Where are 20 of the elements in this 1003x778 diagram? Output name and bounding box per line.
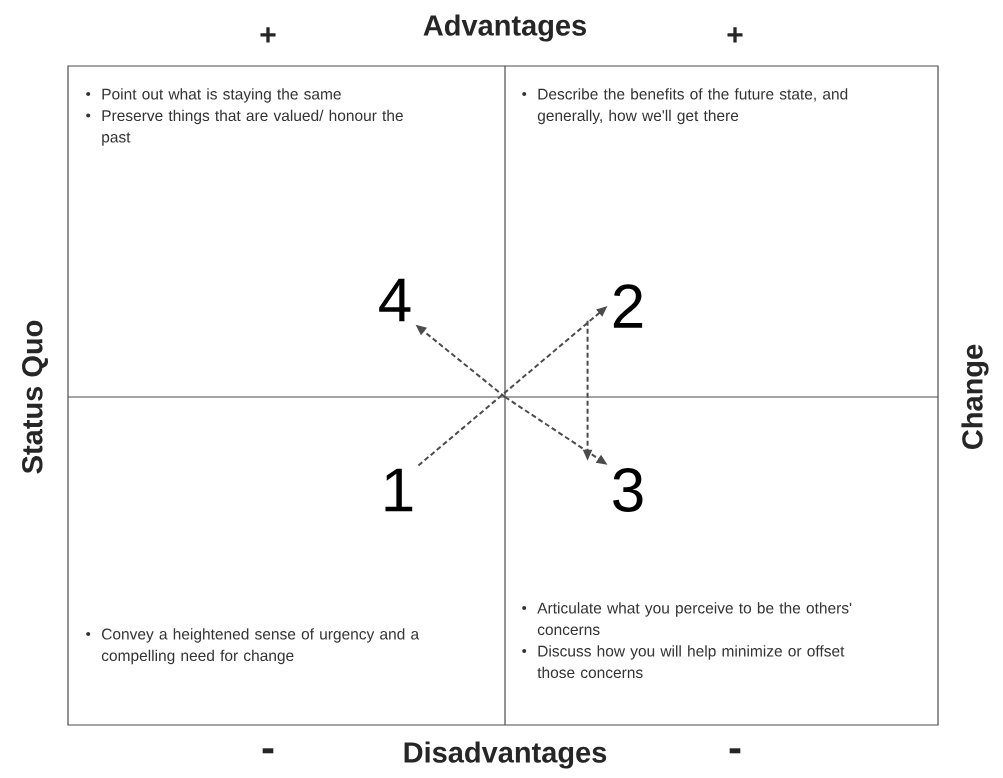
axis-label: Disadvantages [404, 741, 607, 769]
quadrant-number: 2 [613, 284, 643, 328]
sign: + [727, 27, 743, 43]
bullet-list [86, 88, 403, 146]
sign: - [262, 748, 274, 754]
bullet-item: Describe the benefits of the future state, and generally, how we'll get there [522, 88, 848, 125]
quadrant-number: 3 [613, 468, 643, 512]
bullet-item: Point out what is staying the same [86, 88, 341, 103]
axis-label: Status Quo [22, 320, 48, 474]
quadrant-number: 1 [385, 468, 413, 512]
bullet-item: Convey a heightened sense of urgency and a compelling need for change [86, 628, 420, 665]
axis-label: Change [961, 344, 989, 449]
bullet-item: Preserve things that are valued/ honour the past [86, 109, 403, 146]
axis-label: Advantages [423, 14, 586, 42]
bullet-item: Articulate what you perceive to be the others' concerns [522, 602, 852, 636]
bullet-item: Discuss how you will help minimize or offset those concerns [522, 645, 845, 679]
sign: - [729, 748, 741, 754]
bullet-list [522, 602, 852, 679]
quadrant-number: 4 [379, 278, 411, 322]
sign: + [260, 27, 276, 43]
